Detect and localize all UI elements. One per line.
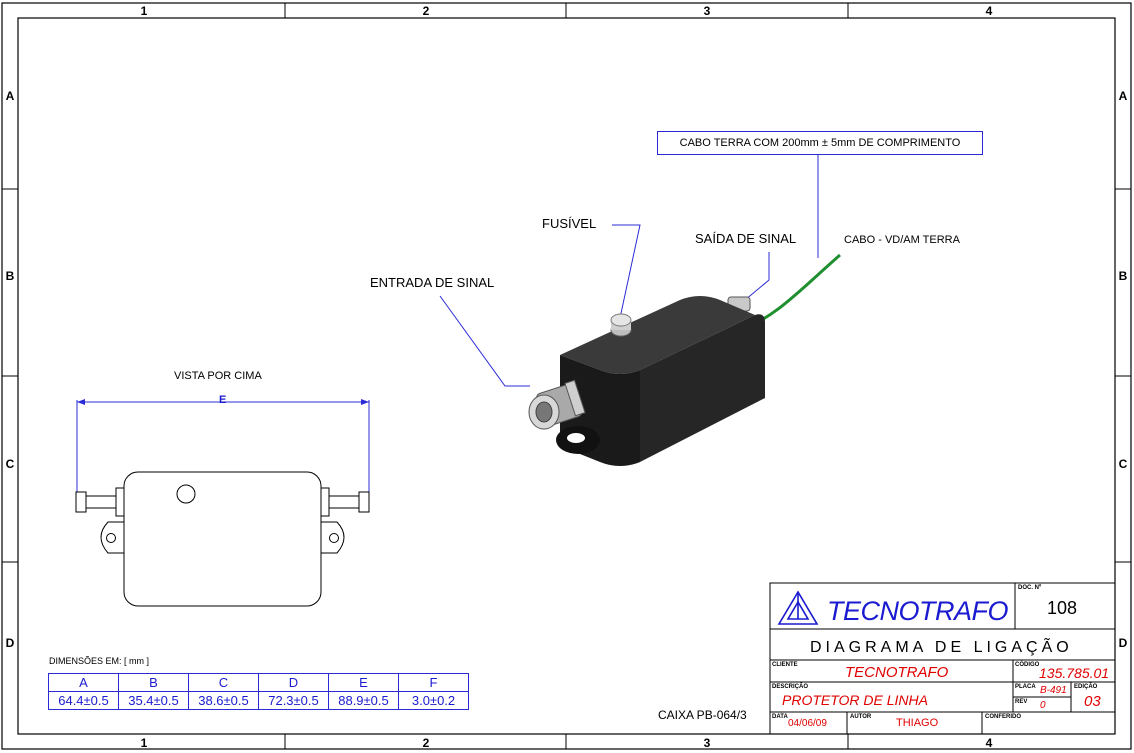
plate-value: B-491 — [1040, 685, 1067, 696]
rev-value: 0 — [1040, 700, 1046, 711]
zone-col-2-bottom: 2 — [422, 736, 430, 750]
fuse-label: FUSÍVEL — [542, 216, 597, 231]
client-label: CLIENTE — [772, 662, 798, 668]
zone-row-d: D — [5, 636, 15, 650]
company-logo-icon — [777, 590, 819, 625]
case-label: CAIXA PB-064/3 — [658, 708, 747, 722]
dim-header-c: C — [188, 673, 259, 692]
signal-out-label: SAÍDA DE SINAL — [695, 231, 797, 246]
date-label: DATA — [772, 714, 788, 720]
zone-col-4: 4 — [985, 4, 993, 18]
plate-label: PLACA — [1015, 684, 1036, 690]
callout-leaders — [439, 153, 819, 387]
dim-header-b: B — [118, 673, 189, 692]
zone-row-b-right: B — [1118, 269, 1128, 283]
dim-header-d: D — [258, 673, 329, 692]
checked-label: CONFERIDO — [985, 714, 1021, 720]
zone-row-b: B — [5, 269, 15, 283]
zone-row-c: C — [5, 457, 15, 471]
author-value: THIAGO — [896, 717, 939, 729]
ground-cable-label: CABO - VD/AM TERRA — [844, 234, 960, 246]
dim-header-e: E — [328, 673, 399, 692]
dimensions-caption: DIMENSÕES EM: [ mm ] — [49, 656, 150, 666]
dimensions-table: A B C D E F 64.4±0.5 35.4±0.5 38.6±0.5 7… — [48, 673, 469, 710]
dim-value-c: 38.6±0.5 — [188, 691, 259, 710]
rev-label: REV — [1015, 699, 1028, 705]
top-view-title: VISTA POR CIMA — [174, 370, 262, 382]
dimension-e-label: E — [219, 394, 227, 406]
company-name: TECNOTRAFO — [827, 596, 1009, 626]
zone-col-4-bottom: 4 — [985, 736, 993, 750]
code-label: CÓDIGO — [1015, 662, 1040, 668]
author-label: AUTOR — [850, 714, 872, 720]
zone-col-2: 2 — [422, 4, 430, 18]
dim-value-f: 3.0±0.2 — [398, 691, 469, 710]
code-value: 135.785.01 — [1039, 665, 1110, 681]
edition-label: EDIÇÃO — [1074, 684, 1098, 690]
doc-no: 108 — [1047, 598, 1078, 618]
edition-value: 03 — [1084, 693, 1101, 710]
zone-col-1: 1 — [140, 4, 148, 18]
description-label: DESCRIÇÃO — [772, 684, 809, 690]
dim-header-a: A — [48, 673, 119, 692]
dim-value-d: 72.3±0.5 — [258, 691, 329, 710]
dim-value-b: 35.4±0.5 — [118, 691, 189, 710]
top-view-drawing — [75, 399, 370, 607]
doc-no-label: DOC. Nº — [1018, 585, 1042, 591]
drawing-title: DIAGRAMA DE LIGAÇÃO — [810, 639, 1073, 656]
zone-row-a-right: A — [1118, 89, 1128, 103]
signal-in-label: ENTRADA DE SINAL — [370, 275, 495, 290]
dimensions-value-row: 64.4±0.5 35.4±0.5 38.6±0.5 72.3±0.5 88.9… — [48, 691, 469, 710]
zone-col-3: 3 — [703, 4, 711, 18]
dimensions-header-row: A B C D E F — [48, 673, 469, 692]
dim-value-e: 88.9±0.5 — [328, 691, 399, 710]
zone-col-1-bottom: 1 — [140, 736, 148, 750]
title-block-grid — [769, 582, 1116, 735]
dim-header-f: F — [398, 673, 469, 692]
zone-row-c-right: C — [1118, 457, 1128, 471]
dim-value-a: 64.4±0.5 — [48, 691, 119, 710]
date-value: 04/06/09 — [788, 718, 827, 729]
zone-row-a: A — [5, 89, 15, 103]
client-value: TECNOTRAFO — [845, 664, 949, 681]
description-value: PROTETOR DE LINHA — [782, 692, 928, 708]
zone-col-3-bottom: 3 — [703, 736, 711, 750]
device-illustration — [528, 253, 841, 466]
zone-row-d-right: D — [1118, 636, 1128, 650]
ground-cable-note: CABO TERRA COM 200mm ± 5mm DE COMPRIMENT… — [657, 131, 983, 155]
